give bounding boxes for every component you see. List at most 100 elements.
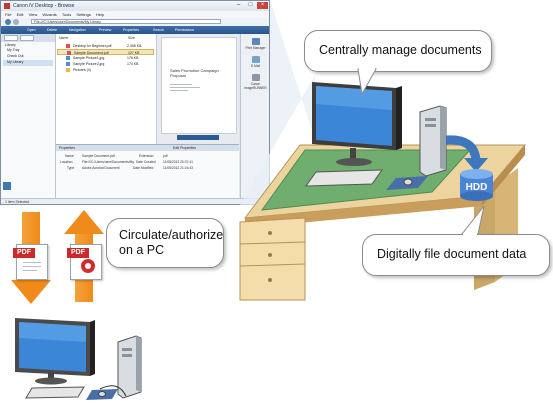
folder-icon	[66, 68, 70, 72]
file-row[interactable]: Sample Picture1.jpg 176 KB	[57, 55, 154, 61]
menu-file[interactable]: File	[5, 12, 12, 17]
drawer-divider	[239, 263, 306, 267]
nav-selection	[3, 60, 53, 66]
pdf-tag: PDF	[67, 248, 89, 258]
pc-drive-bay	[122, 348, 132, 351]
print-manager-label: Print Manager	[245, 46, 266, 50]
down-arrow-icon	[11, 280, 51, 304]
nav-tabs	[1, 34, 55, 42]
nav-item-my-library[interactable]: My Library	[7, 60, 24, 64]
hdd-body	[460, 174, 493, 196]
image-file-icon	[66, 62, 70, 66]
minimize-icon[interactable]: –	[236, 2, 241, 8]
properties-panel: Properties Edit Properties Name Sample D…	[56, 144, 239, 199]
prop-label: Location	[60, 160, 73, 164]
text-line	[23, 270, 37, 271]
callout-manage-pointer	[357, 68, 377, 96]
preview-button[interactable]: Preview	[99, 28, 112, 32]
prop-label: Extension	[139, 154, 154, 158]
address-input[interactable]: File:///C:/Users/user/Documents/My Libra…	[31, 19, 221, 24]
menu-tools[interactable]: Tools	[61, 12, 72, 17]
preview-document-title: Sales Promotion Campaign Proposal	[170, 68, 219, 78]
tab-library[interactable]	[20, 35, 34, 41]
edit-properties-button[interactable]: Edit Properties	[173, 146, 196, 150]
keyboard	[305, 169, 383, 187]
pane-toggle-icon[interactable]	[3, 182, 11, 190]
pc-monitor-base	[35, 377, 67, 385]
prop-value: pdf	[163, 154, 168, 158]
address-bar: File:///C:/Users/user/Documents/My Libra…	[1, 18, 269, 26]
search-button[interactable]: Search	[153, 28, 165, 32]
text-line	[170, 87, 200, 88]
monitor-stand	[350, 148, 356, 160]
menu-help[interactable]: Help	[95, 12, 105, 17]
tab-folders[interactable]	[4, 35, 18, 41]
callout-file-data-pointer	[460, 205, 485, 236]
properties-button[interactable]: Properties	[123, 28, 139, 32]
hdd-bottom	[460, 191, 493, 201]
maximize-icon[interactable]: □	[248, 2, 253, 8]
column-size-header[interactable]: Size	[128, 36, 135, 40]
drawer-divider	[239, 241, 306, 245]
drive-bay	[425, 124, 436, 127]
pc-monitor-glare	[19, 322, 86, 342]
file-size: 2,308 KB	[127, 44, 142, 48]
pc-monitor-side	[90, 320, 95, 376]
open-button[interactable]: Open	[27, 28, 36, 32]
permissions-button[interactable]: Permissions	[175, 28, 195, 32]
callout-manage-text: Centrally manage documents	[319, 43, 482, 57]
app-icon	[4, 3, 10, 9]
file-row[interactable]: Sample Picture2.jpg 174 KB	[57, 61, 154, 67]
forward-icon[interactable]	[13, 19, 19, 25]
pc-monitor-stand	[48, 372, 54, 380]
printer-icon	[251, 38, 260, 45]
nav-item-my-tray[interactable]: My Tray	[7, 48, 20, 52]
column-name-header[interactable]: Name	[59, 36, 69, 40]
print-manager-button[interactable]: Print Manager	[244, 38, 267, 50]
navigation-button[interactable]: Navigation	[69, 28, 86, 32]
prop-label: Type	[67, 166, 75, 170]
file-row[interactable]: Desktop for Beginner.pdf 2,308 KB	[57, 43, 154, 49]
preview-page-navigator[interactable]	[177, 135, 219, 140]
file-name: Desktop for Beginner.pdf	[73, 44, 112, 48]
up-arrow-icon	[64, 210, 104, 234]
drawer-handle-icon	[268, 231, 272, 235]
menu-settings[interactable]: Settings	[76, 12, 91, 17]
file-row[interactable]: Pictures (4)	[57, 67, 154, 73]
callout-manage: Centrally manage documents	[304, 30, 492, 72]
mail-icon	[251, 56, 260, 63]
pc-drive-bay	[122, 354, 132, 357]
prop-value: File:///C:/Users/user/Documents/My	[82, 160, 135, 164]
delete-button[interactable]: Delete	[47, 28, 58, 32]
imagerunner-button[interactable]: Canon imageRUNNER	[244, 74, 267, 90]
file-name: Sample Document.pdf	[74, 51, 109, 55]
monitor-base	[336, 158, 372, 166]
callout-circulate: Circulate/authorize on a PC	[106, 218, 224, 268]
close-icon[interactable]: ×	[257, 2, 268, 9]
file-name: Sample Picture2.jpg	[73, 62, 105, 66]
drive-bay	[425, 118, 436, 121]
file-size: 174 KB	[127, 62, 139, 66]
menu-view[interactable]: View	[28, 12, 38, 17]
navigation-pane: Library My Tray Check Out My Library	[1, 34, 56, 198]
pdf-approved-document-icon: PDF	[67, 244, 102, 280]
email-button[interactable]: E-Mail	[244, 56, 267, 68]
nav-item-check-out[interactable]: Check Out	[7, 54, 24, 58]
prop-value: Sample Document.pdf	[82, 154, 115, 158]
monitor-side	[396, 86, 402, 150]
file-size: 176 KB	[127, 56, 139, 60]
mouse	[403, 178, 413, 186]
mouse-cable	[99, 385, 127, 397]
pdf-file-icon	[67, 51, 71, 55]
nav-item-library[interactable]: Library	[5, 43, 16, 47]
drawer-unit	[239, 217, 306, 301]
menu-wizards[interactable]: Wizards	[42, 12, 57, 17]
toolbar: Open Delete Navigation Preview Propertie…	[1, 26, 269, 34]
transfer-arrowhead	[464, 158, 488, 172]
menu-edit[interactable]: Edit	[16, 12, 24, 17]
properties-header: Properties Edit Properties	[56, 145, 239, 151]
file-row-selected[interactable]: Sample Document.pdf 127 KB	[57, 49, 154, 55]
back-icon[interactable]	[5, 19, 11, 25]
prop-value: 11/05/2012 20:37:41	[163, 160, 194, 164]
connection-beam	[240, 0, 315, 205]
